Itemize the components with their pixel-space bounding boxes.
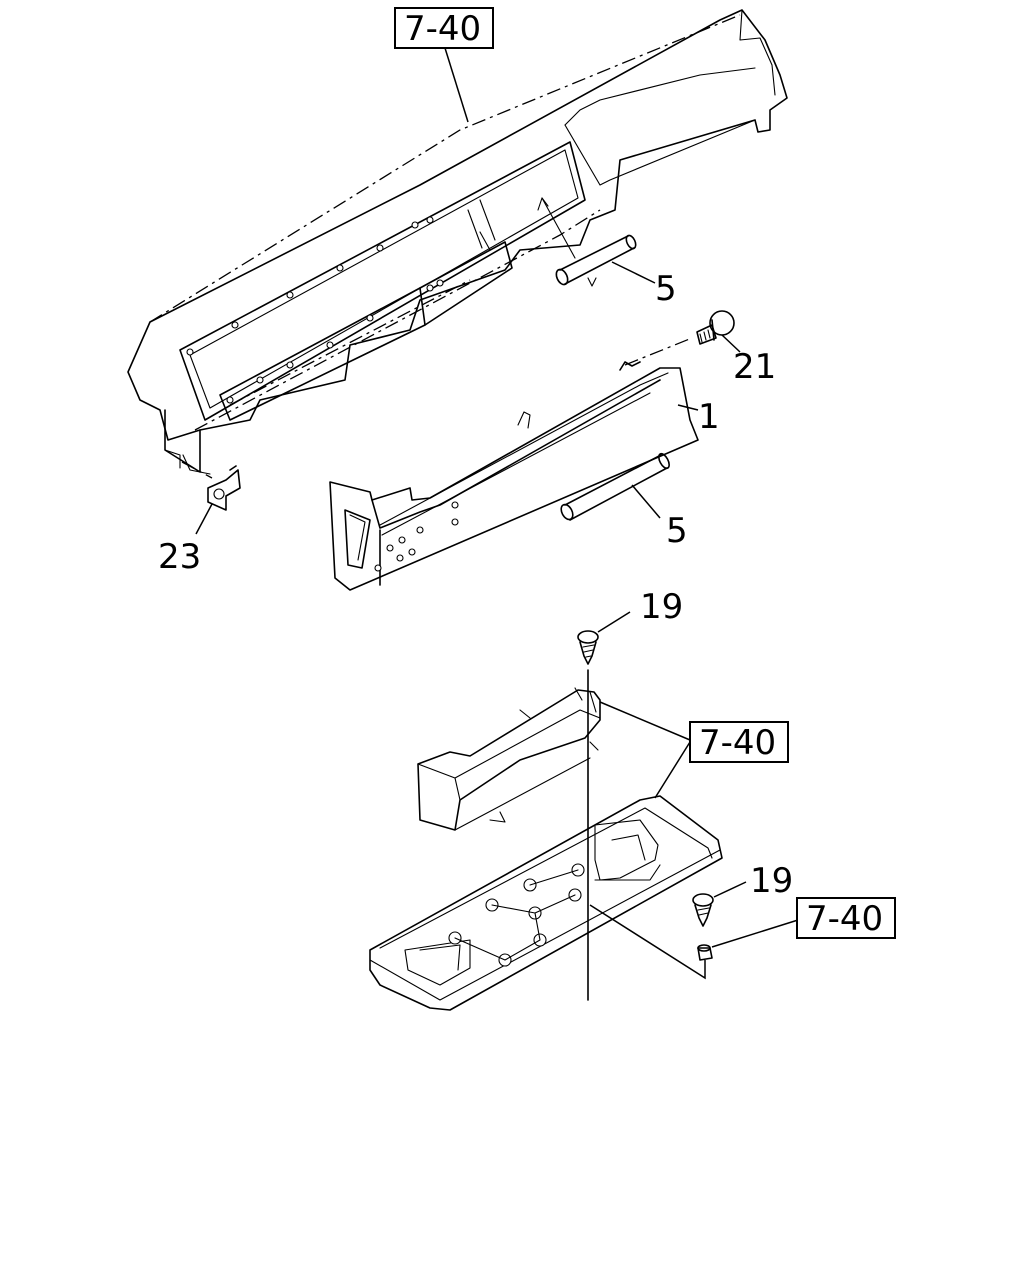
- leader-ref-mid: [599, 701, 691, 799]
- part-number-21: 21: [733, 347, 776, 387]
- leader-5-lower: [631, 484, 661, 519]
- part-number-19-upper: 19: [640, 587, 683, 627]
- leader-23: [195, 503, 213, 535]
- screw-part-19-lower: [692, 893, 714, 927]
- glove-box-housing: [417, 687, 601, 831]
- part-number-23: 23: [158, 537, 201, 577]
- leader-ref-top: [444, 47, 469, 123]
- lid-part-1: [329, 361, 699, 591]
- ref-box-top: 7-40: [394, 7, 494, 49]
- ref-box-mid: 7-40: [689, 721, 789, 763]
- part-number-5-lower: 5: [666, 511, 688, 551]
- part-number-1: 1: [698, 397, 720, 437]
- leader-21: [721, 334, 741, 353]
- leader-tray: [589, 904, 706, 980]
- ref-label-top: 7-40: [404, 9, 481, 49]
- lower-tray: [369, 795, 723, 1011]
- ref-label-mid: 7-40: [699, 723, 776, 763]
- ref-label-low: 7-40: [806, 899, 883, 939]
- leader-1: [677, 404, 699, 411]
- leader-5-upper: [611, 261, 656, 284]
- rod-part-5-upper: [537, 197, 637, 287]
- part-number-5-upper: 5: [655, 269, 677, 309]
- clip-part-21: [624, 310, 735, 366]
- bracket-part-23: [181, 461, 241, 511]
- rod-part-5-lower: [560, 452, 670, 521]
- part-number-19-lower: 19: [750, 861, 793, 901]
- leader-19-upper: [597, 611, 631, 633]
- nut: [697, 944, 713, 961]
- instrument-panel: [127, 9, 788, 475]
- leader-19-lower: [713, 881, 747, 898]
- leader-ref-low: [711, 919, 799, 948]
- ref-box-low: 7-40: [796, 897, 896, 939]
- screw-part-19-upper: [577, 630, 599, 1001]
